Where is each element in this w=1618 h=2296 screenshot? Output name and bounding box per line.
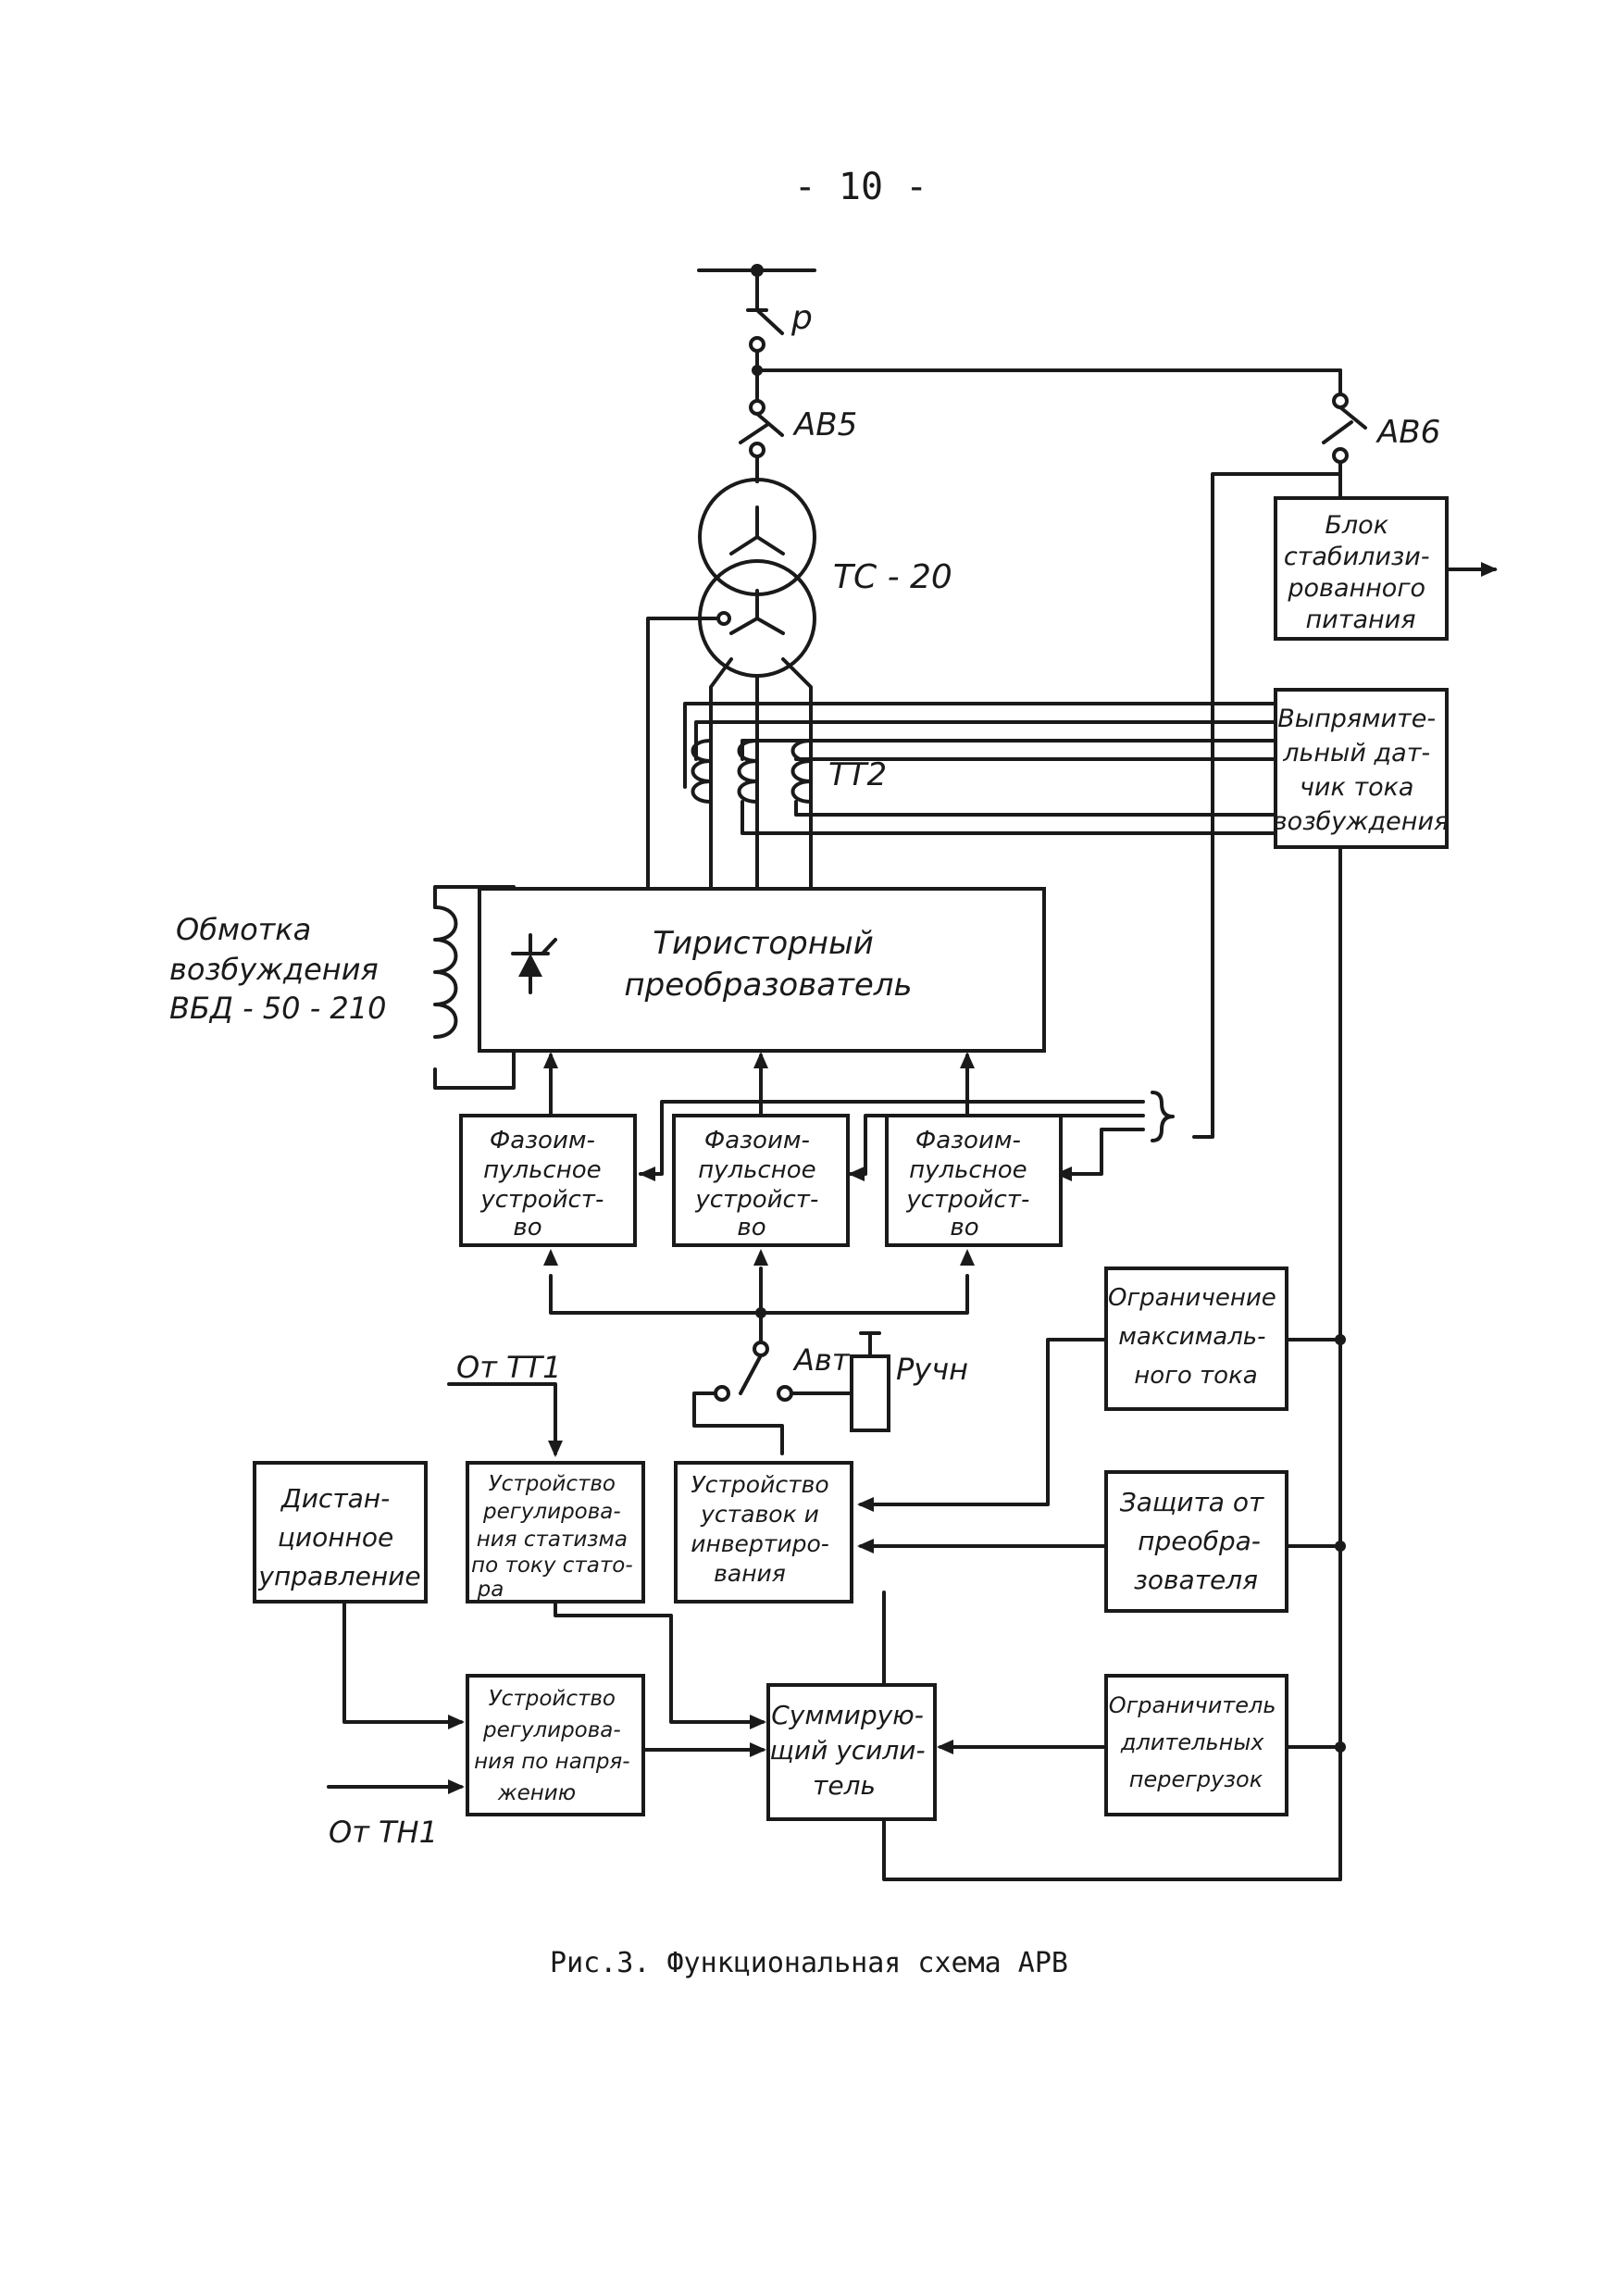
block-summing-amplifier: [766, 1683, 937, 1821]
block-setpoint-inversion: [674, 1461, 853, 1603]
block-overload-limiter-text: Ограничитель длительных перегрузок: [1109, 1692, 1283, 1792]
block-setpoint-inversion-text: Устройство уставок и инвертиро- вания: [691, 1471, 837, 1587]
thyristor-icon: [511, 933, 557, 994]
breaker-av5-label: АВ5: [792, 406, 857, 443]
excitation-winding-icon: [433, 885, 516, 1090]
block-rectifier-sensor: [1274, 688, 1449, 849]
from-tn1-label: От ТН1: [329, 1815, 438, 1850]
mode-auto-label: Авт: [792, 1342, 851, 1378]
block-phase-pulse-2: [672, 1114, 850, 1247]
block-remote-control: [253, 1461, 428, 1603]
transformer-icon: [698, 478, 816, 678]
manual-control-icon: [850, 1331, 890, 1432]
current-transformer-tt2-icon: [691, 739, 813, 804]
output-arrow-icon: [1481, 562, 1498, 577]
excitation-winding-label: Обмотка возбуждения ВБД - 50 - 210: [169, 912, 388, 1026]
tt2-label: ТТ2: [828, 756, 887, 793]
transformer-label: ТС - 20: [833, 558, 952, 596]
block-remote-control-text: Дистан- ционное управление: [257, 1483, 420, 1591]
switch-p-icon: [749, 308, 784, 372]
block-thyristor-converter: [478, 887, 1046, 1053]
block-converter-protection: [1104, 1470, 1288, 1613]
block-max-current-limit: [1104, 1267, 1288, 1411]
mode-switch-icon: [692, 1341, 853, 1455]
block-phase-pulse-2-text: Фазоим- пульсное устройст- во: [694, 1127, 826, 1242]
block-rectifier-sensor-text: Выпрямите- льный дат- чик тока возбужден…: [1273, 705, 1449, 836]
block-stabilized-power: [1274, 496, 1449, 641]
block-max-current-limit-text: Ограничение максималь- ного тока: [1108, 1284, 1284, 1390]
breaker-av6-icon: [1322, 368, 1367, 500]
block-thyristor-converter-text: Тиристорный преобразователь: [624, 925, 912, 1004]
block-summing-amplifier-text: Суммирую- щий усили- тель: [770, 1700, 934, 1801]
block-voltage-reg: [466, 1674, 645, 1816]
from-tt1-label: От ТТ1: [456, 1350, 561, 1385]
block-phase-pulse-3: [885, 1114, 1063, 1247]
block-stabilized-power-text: Блок стабилизи- рованного питания: [1284, 511, 1438, 634]
block-voltage-reg-text: Устройство регулирова- ния по напря- жен…: [474, 1687, 637, 1805]
block-phase-pulse-3-text: Фазоим- пульсное устройст- во: [905, 1127, 1037, 1242]
block-phase-pulse-1: [459, 1114, 637, 1247]
breaker-av6-label: АВ6: [1375, 414, 1440, 451]
switch-p-label: р: [790, 299, 813, 337]
block-phase-pulse-1-text: Фазоим- пульсное устройст- во: [479, 1127, 611, 1242]
block-stator-current-reg-text: Устройство регулирова- ния статизма по т…: [471, 1472, 640, 1602]
page-number: - 10 -: [794, 166, 928, 208]
mode-manual-label: Ручн: [896, 1352, 968, 1387]
block-overload-limiter: [1104, 1674, 1288, 1816]
block-converter-protection-text: Защита от преобра- зователя: [1120, 1487, 1272, 1595]
breaker-av5-icon: [739, 399, 784, 483]
figure-caption: Рис.3. Функциональная схема АРВ: [550, 1947, 1068, 1979]
